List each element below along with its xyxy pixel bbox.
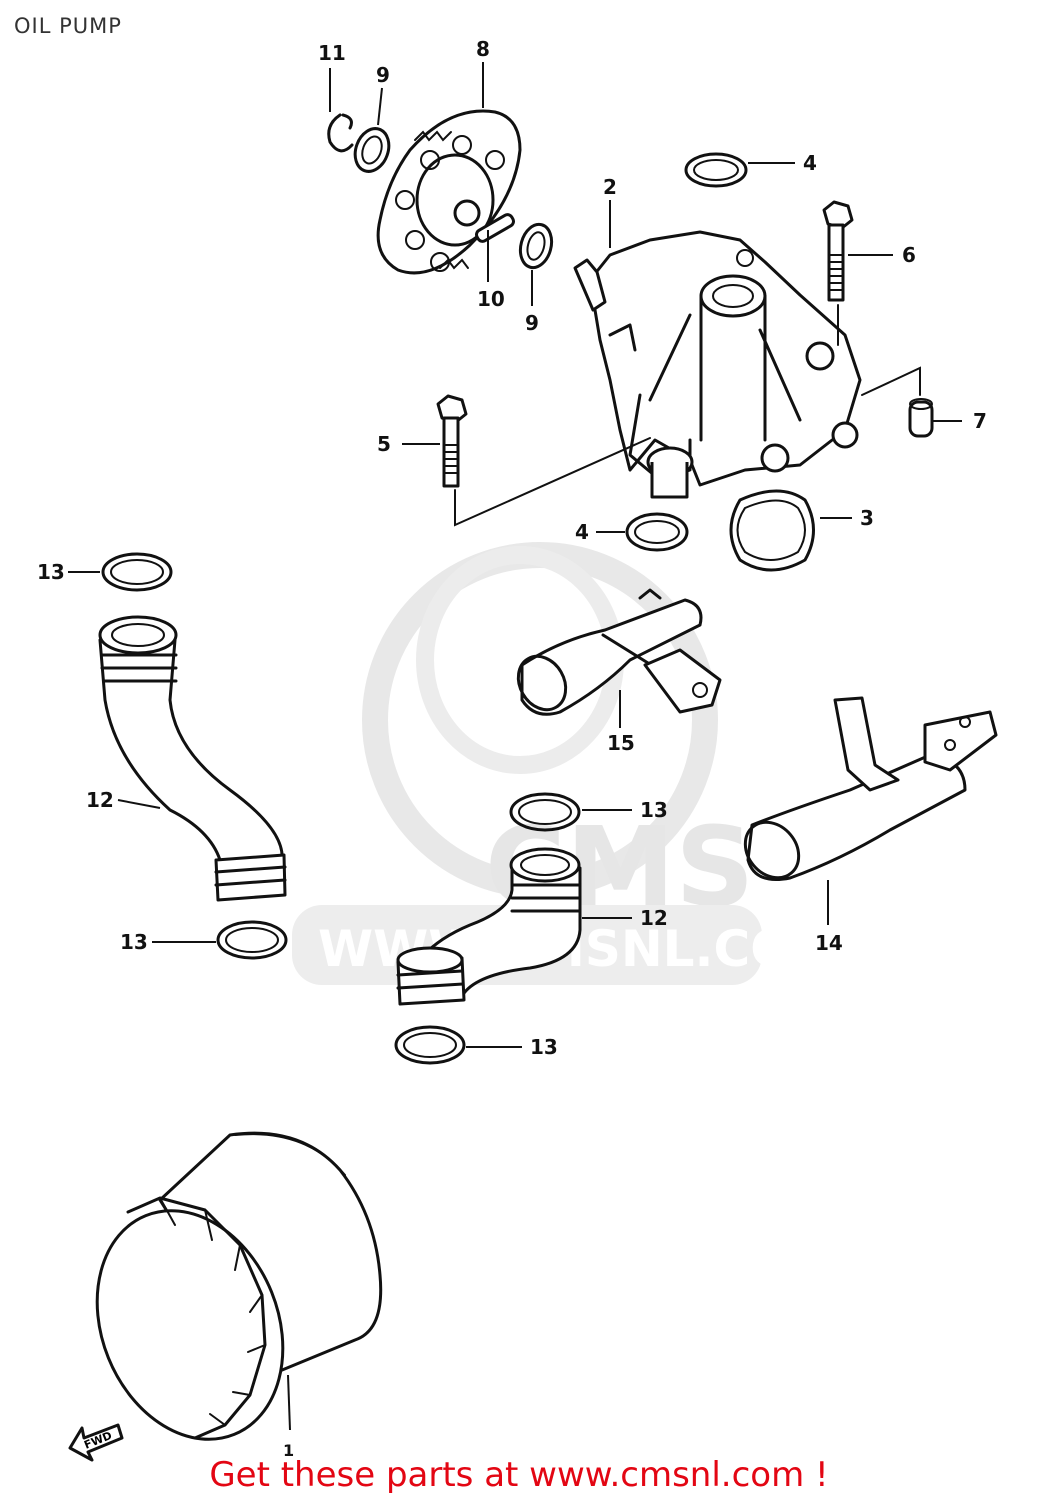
oil-filter-1 [95, 1131, 383, 1441]
o-ring-13-c [509, 792, 581, 832]
page-title: OIL PUMP [14, 14, 122, 38]
callout-12-right: 12 [640, 906, 668, 930]
circlip-11 [327, 113, 354, 153]
bolt-5 [436, 394, 468, 488]
callout-2: 2 [603, 175, 617, 199]
oil-hose-12-left [98, 615, 287, 902]
callout-leaders [68, 62, 962, 1048]
o-ring-13-d [394, 1025, 466, 1065]
callout-5: 5 [377, 432, 391, 456]
callout-13-b: 13 [120, 930, 148, 954]
callout-3: 3 [860, 506, 874, 530]
callout-numbers: 11 9 8 10 9 4 2 6 7 5 4 3 13 15 12 13 12… [37, 37, 987, 1460]
pump-rotor-plate [376, 109, 522, 275]
callout-10: 10 [477, 287, 505, 311]
callout-15: 15 [607, 731, 635, 755]
callout-13-d: 13 [530, 1035, 558, 1059]
dowel-7 [908, 398, 934, 438]
callout-4-bottom: 4 [575, 520, 589, 544]
bolt-6 [822, 200, 854, 302]
o-ring-13-a [101, 552, 173, 592]
callout-8: 8 [476, 37, 490, 61]
gasket-3 [729, 489, 815, 572]
forward-arrow-icon: FWD [68, 1423, 124, 1462]
oil-hose-12-right [396, 847, 582, 1006]
assembly-lines [454, 304, 921, 527]
o-ring-4-top [684, 152, 748, 188]
callout-9-bottom: 9 [525, 311, 539, 335]
pin-10 [475, 213, 515, 243]
callout-9-top: 9 [376, 63, 390, 87]
callout-13-a: 13 [37, 560, 65, 584]
oil-pipe-15 [516, 588, 722, 716]
o-ring-13-b [216, 920, 288, 960]
callout-4-top: 4 [803, 151, 817, 175]
callout-12-left: 12 [86, 788, 114, 812]
o-ring-4-bottom [625, 512, 689, 552]
callout-1: 1 [283, 1441, 294, 1460]
callout-11: 11 [318, 41, 346, 65]
oil-pump-body [573, 230, 862, 499]
washer-9-bottom [518, 222, 554, 270]
callout-7: 7 [973, 409, 987, 433]
washer-9-top [353, 127, 391, 173]
oil-pipe-14 [743, 696, 998, 881]
footer-link[interactable]: Get these parts at www.cmsnl.com ! [209, 1455, 829, 1495]
callout-14: 14 [815, 931, 843, 955]
callout-6: 6 [902, 243, 916, 267]
callout-13-c: 13 [640, 798, 668, 822]
